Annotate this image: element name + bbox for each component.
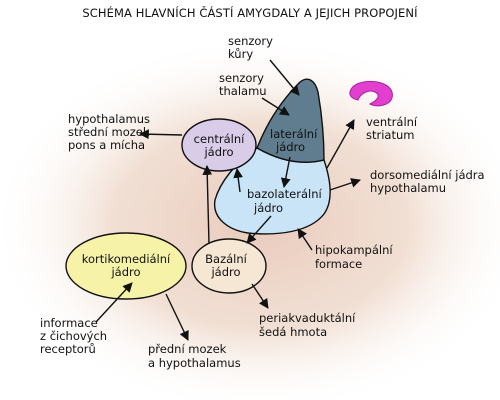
svg-text:Bazální: Bazální	[205, 252, 248, 266]
svg-text:bazolaterální: bazolaterální	[247, 187, 323, 201]
svg-text:z čichových: z čichových	[40, 329, 107, 343]
svg-text:hipokampální: hipokampální	[315, 243, 393, 257]
svg-text:přední mozek: přední mozek	[148, 342, 227, 356]
svg-text:střední mozek: střední mozek	[68, 125, 150, 139]
arrow-basal-to-central	[202, 165, 213, 245]
arrow-basal-to-periaqueductal	[251, 283, 269, 309]
senzory-thalamu-label: senzory thalamu	[219, 71, 267, 98]
dorsomedialni-label: dorsomediální jádra hypothalamu	[370, 168, 485, 195]
svg-text:jádro: jádro	[210, 265, 240, 279]
basal-nucleus	[191, 238, 267, 294]
svg-text:striatum: striatum	[366, 128, 414, 142]
predni-mozek-label: přední mozek a hypothalamus	[148, 342, 241, 370]
svg-text:centrální: centrální	[194, 132, 245, 146]
svg-text:jádro: jádro	[203, 145, 233, 159]
arrow-thalamu-to-lateral	[261, 97, 290, 116]
central-label: centrální jádro	[194, 132, 245, 159]
svg-text:ventrální: ventrální	[366, 115, 418, 129]
arrow-olfactory-to-corticomedial	[95, 282, 133, 323]
senzory-kury-label: senzory kůry	[228, 34, 273, 61]
svg-text:dorsomediální jádra: dorsomediální jádra	[370, 168, 485, 182]
svg-text:šedá hmota: šedá hmota	[259, 325, 327, 339]
corticomedial-nucleus	[65, 232, 187, 300]
basolateral-region	[214, 147, 331, 235]
svg-text:a hypothalamus: a hypothalamus	[148, 356, 241, 370]
arrow-basolateral-to-dorsomedial	[329, 178, 361, 191]
svg-text:jádro: jádro	[275, 140, 305, 154]
svg-text:kůry: kůry	[228, 47, 253, 61]
svg-text:laterální: laterální	[270, 127, 318, 141]
lateral-label: laterální jádro	[270, 127, 318, 154]
hypothalamus-label: hypothalamus střední mozek pons a mícha	[68, 112, 150, 152]
svg-text:thalamu: thalamu	[219, 84, 267, 98]
svg-text:pons a mícha: pons a mícha	[68, 138, 145, 152]
svg-text:receptorů: receptorů	[40, 342, 96, 356]
corticomedial-label: kortikomediální jádro	[82, 252, 171, 279]
svg-text:hypothalamu: hypothalamu	[370, 181, 446, 195]
arrow-hipokampal-to-basolateral	[297, 228, 313, 251]
svg-text:senzory: senzory	[219, 71, 264, 85]
arrow-kury-to-lateral	[269, 59, 300, 96]
svg-text:hypothalamus: hypothalamus	[68, 112, 150, 126]
arrow-basolateral-to-basal	[246, 215, 272, 244]
svg-text:jádro: jádro	[253, 201, 283, 215]
diagram-title: SCHÉMA HLAVNÍCH ČÁSTÍ AMYGDALY A JEJICH …	[82, 5, 418, 20]
basal-label: Bazální jádro	[205, 252, 248, 279]
informace-label: informace z čichových receptorů	[40, 316, 107, 356]
svg-text:informace: informace	[40, 316, 98, 330]
svg-text:formace: formace	[315, 257, 362, 271]
periakvaduktalni-label: periakvaduktální šedá hmota	[259, 311, 356, 339]
central-nucleus	[181, 118, 257, 172]
ventralni-striatum-label: ventrální striatum	[366, 115, 418, 142]
ventral-striatum-shape	[349, 80, 393, 107]
svg-text:senzory: senzory	[228, 34, 273, 48]
svg-text:periakvaduktální: periakvaduktální	[259, 311, 356, 325]
arrow-corticomedial-to-forebrain	[165, 293, 189, 341]
basolateral-label: bazolaterální jádro	[247, 187, 323, 215]
arrow-lateral-to-basolateral	[280, 156, 291, 188]
hipokampalni-label: hipokampální formace	[315, 243, 393, 271]
arrow-central-to-hypothalamus	[139, 129, 183, 140]
svg-text:kortikomediální: kortikomediální	[82, 252, 171, 266]
arrow-basolateral-to-central	[233, 168, 243, 193]
arrow-basolateral-to-striatum	[326, 119, 355, 169]
svg-text:jádro: jádro	[110, 265, 140, 279]
